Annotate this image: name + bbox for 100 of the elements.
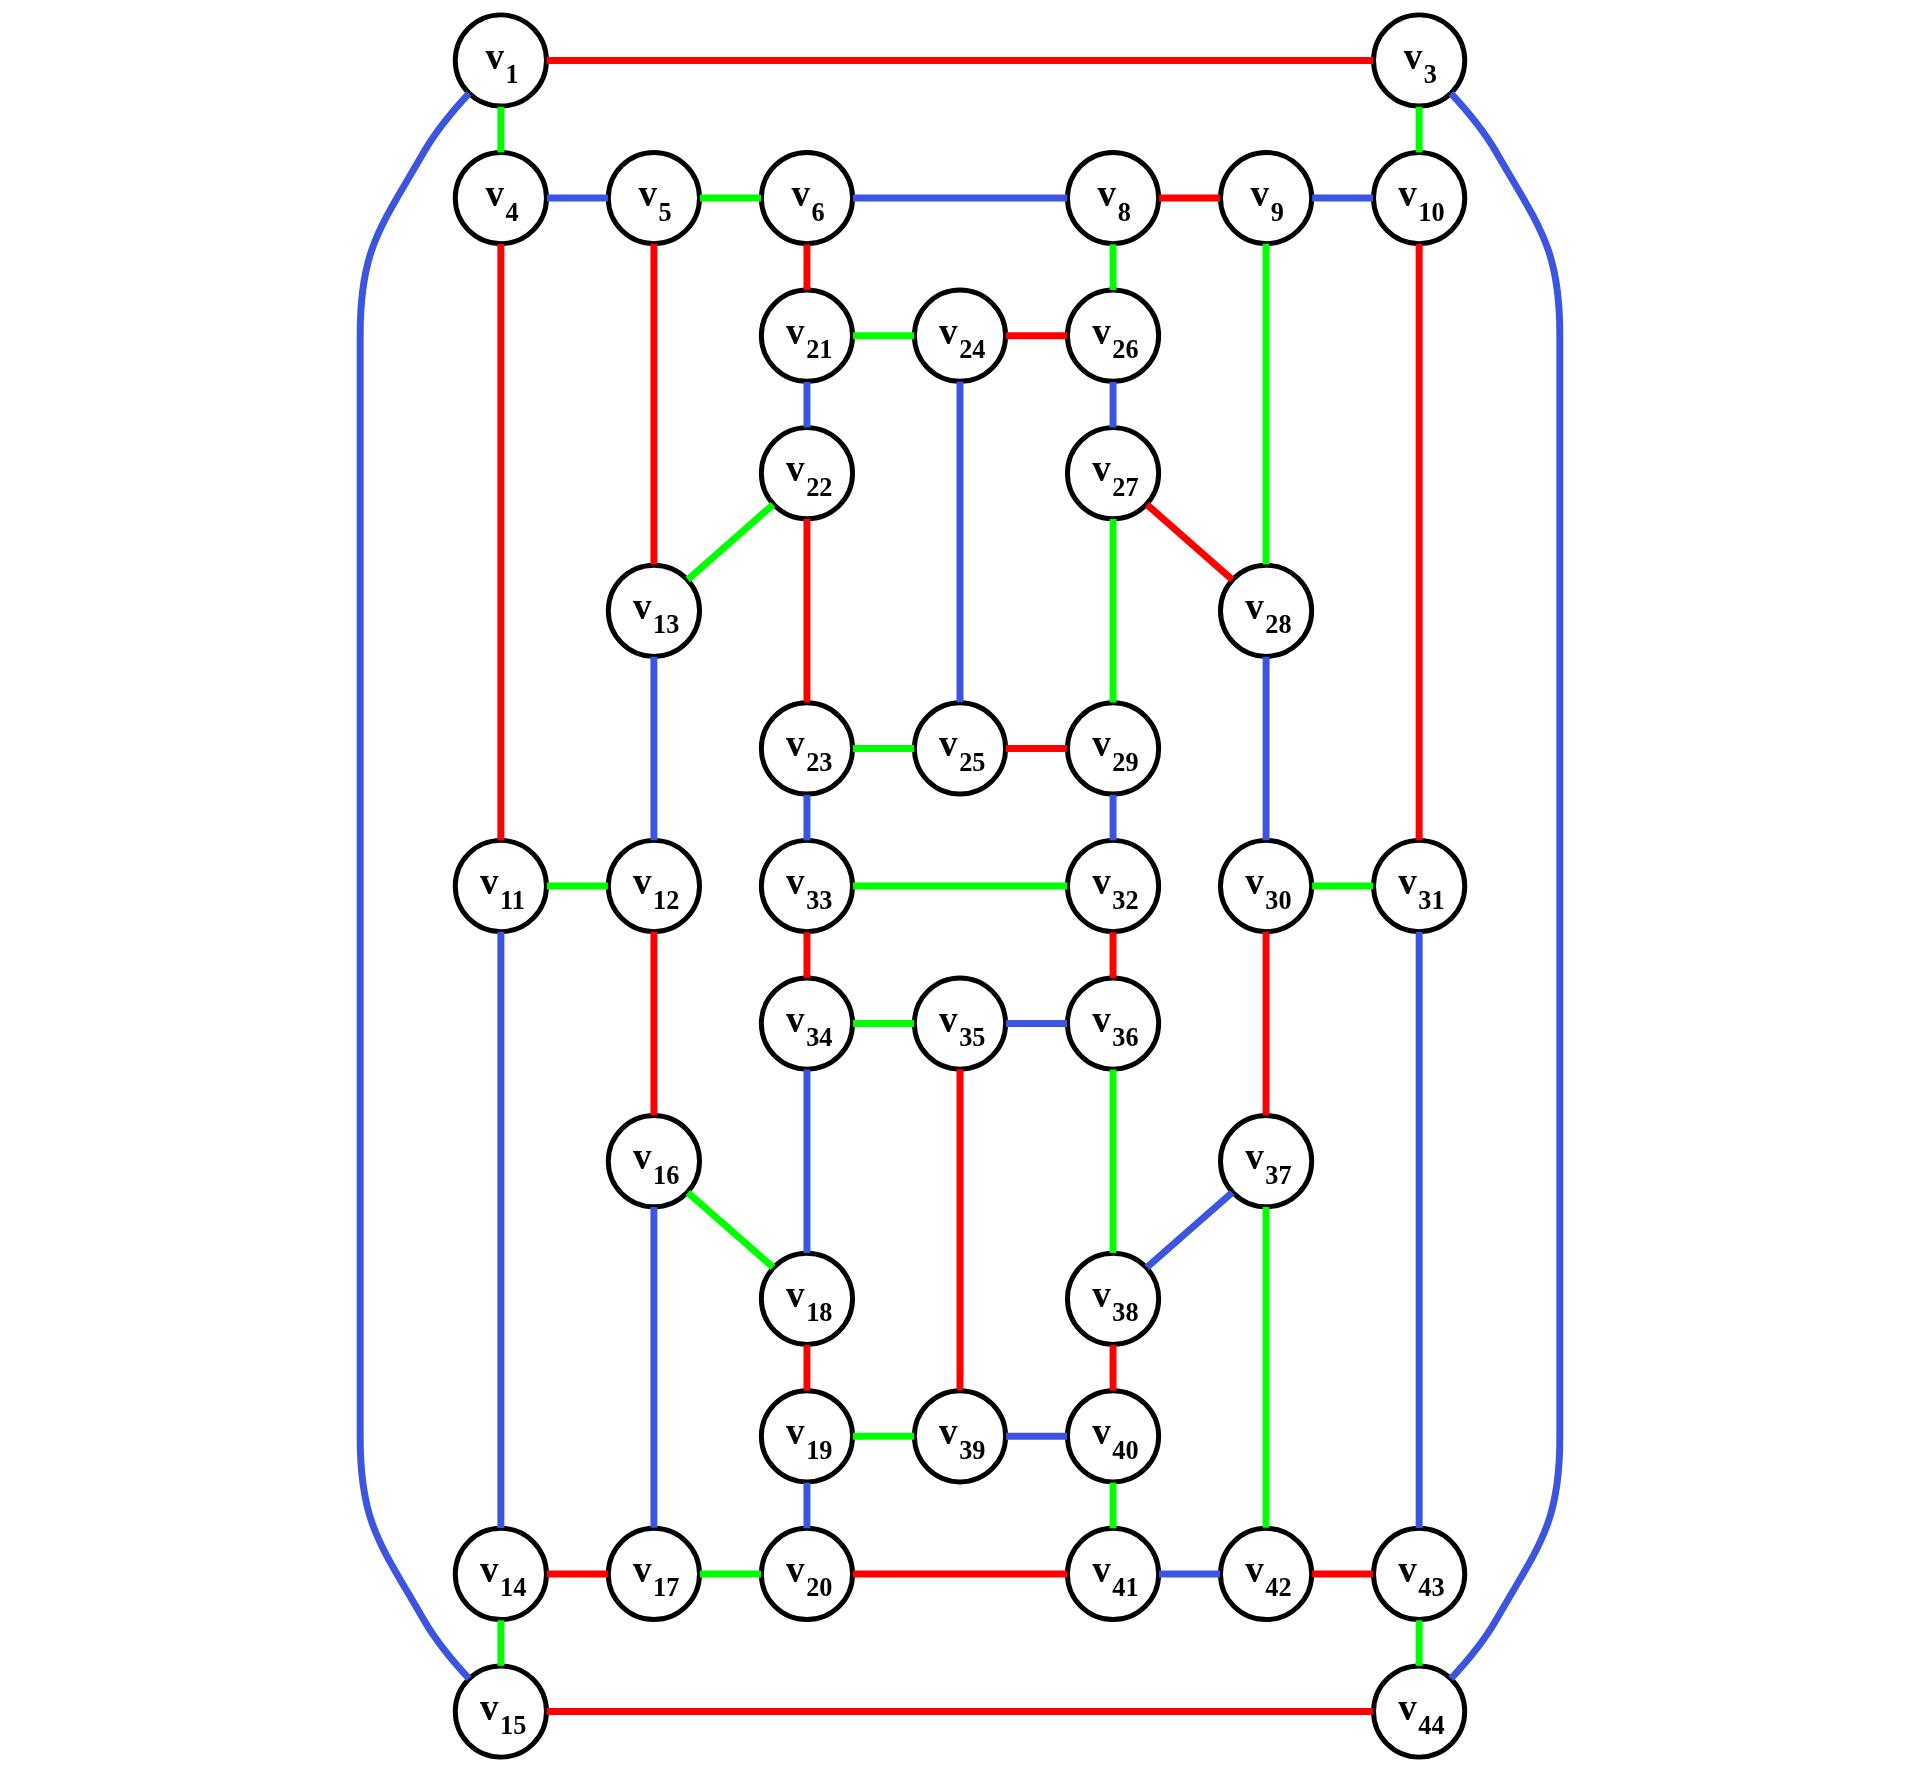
node-circle: v$_{17}$ xyxy=(605,1525,702,1622)
connector xyxy=(356,90,472,1682)
connector xyxy=(1109,519,1117,703)
connector xyxy=(699,1570,761,1578)
connector xyxy=(803,1345,811,1391)
node-circle: v$_{40}$ xyxy=(1064,1388,1162,1485)
connector xyxy=(650,656,658,841)
connector xyxy=(1159,1570,1221,1578)
connector xyxy=(699,194,761,202)
node-circle: v$_{12}$ xyxy=(605,837,702,935)
node-circle: v$_{24}$ xyxy=(911,287,1009,384)
node-circle: v$_{34}$ xyxy=(758,975,856,1072)
node-circle: v$_{22}$ xyxy=(758,425,856,522)
connector xyxy=(497,243,505,841)
connector xyxy=(1262,243,1270,565)
connector xyxy=(1262,1206,1270,1528)
connector xyxy=(1415,106,1423,153)
connector xyxy=(546,1708,1374,1715)
connector xyxy=(497,106,505,153)
node-circle: v$_{36}$ xyxy=(1064,975,1162,1072)
node-circle: v$_{39}$ xyxy=(911,1388,1009,1485)
node-circle: v$_{28}$ xyxy=(1218,562,1315,659)
node-circle: v$_{37}$ xyxy=(1218,1113,1315,1210)
connector xyxy=(1448,90,1564,1682)
node-circle: v$_{13}$ xyxy=(605,562,702,659)
connector xyxy=(1109,382,1117,428)
connector xyxy=(546,1570,608,1578)
node-circle: v$_{41}$ xyxy=(1064,1525,1162,1622)
connector xyxy=(803,382,811,428)
connector xyxy=(803,794,811,841)
connector xyxy=(853,332,914,340)
connector xyxy=(1262,656,1270,841)
connector xyxy=(803,244,811,290)
node-circle: v$_{31}$ xyxy=(1371,837,1468,935)
connector xyxy=(1312,882,1374,890)
connector xyxy=(685,1189,776,1271)
connector xyxy=(1006,332,1068,340)
node-circle: v$_{1}$ xyxy=(452,12,549,109)
connector xyxy=(497,931,505,1529)
connector xyxy=(1144,502,1235,583)
connector xyxy=(1415,1620,1423,1666)
connector xyxy=(956,381,964,703)
node-circle: v$_{29}$ xyxy=(1064,700,1162,797)
connector xyxy=(1312,1570,1374,1578)
node-circle: v$_{26}$ xyxy=(1064,287,1162,384)
node-circle: v$_{27}$ xyxy=(1064,425,1162,522)
node-circle: v$_{4}$ xyxy=(452,150,549,247)
connector xyxy=(956,1069,964,1391)
node-circle: v$_{44}$ xyxy=(1371,1663,1468,1760)
node-circle: v$_{43}$ xyxy=(1371,1525,1468,1622)
connector xyxy=(685,502,776,583)
connector xyxy=(1109,1482,1117,1529)
connector xyxy=(1262,931,1270,1116)
node-circle: v$_{38}$ xyxy=(1064,1250,1162,1347)
connector xyxy=(1109,932,1117,978)
connector xyxy=(1006,1020,1068,1028)
connector xyxy=(1109,244,1117,290)
node-circle: v$_{10}$ xyxy=(1371,150,1468,247)
node-circle: v$_{14}$ xyxy=(452,1525,549,1622)
connector xyxy=(853,744,914,752)
node-circle: v$_{16}$ xyxy=(605,1113,702,1210)
node-circle: v$_{19}$ xyxy=(758,1388,856,1485)
connector xyxy=(853,1020,914,1028)
node-circle: v$_{6}$ xyxy=(758,150,856,247)
node-circle: v$_{25}$ xyxy=(911,700,1009,797)
connector xyxy=(1006,1432,1068,1440)
connector xyxy=(803,1482,811,1529)
node-circle: v$_{9}$ xyxy=(1218,150,1315,247)
node-circle: v$_{30}$ xyxy=(1218,837,1315,935)
connector xyxy=(650,243,658,565)
connector xyxy=(803,1069,811,1253)
node-circle: v$_{20}$ xyxy=(758,1525,856,1622)
node-circle: v$_{18}$ xyxy=(758,1250,856,1347)
connector xyxy=(1415,931,1423,1529)
node-circle: v$_{15}$ xyxy=(452,1663,549,1760)
connector xyxy=(803,932,811,978)
node-circle: v$_{35}$ xyxy=(911,975,1009,1072)
node-circle: v$_{33}$ xyxy=(758,837,856,935)
connector xyxy=(1109,794,1117,841)
connector xyxy=(1006,744,1068,752)
node-circle: v$_{32}$ xyxy=(1064,837,1162,935)
connector xyxy=(546,57,1374,64)
connector xyxy=(650,931,658,1116)
connector xyxy=(1109,1069,1117,1253)
connector xyxy=(1144,1189,1235,1271)
node-circle: v$_{8}$ xyxy=(1064,150,1162,247)
node-circle: v$_{42}$ xyxy=(1218,1525,1315,1622)
connector xyxy=(1415,243,1423,841)
node-circle: v$_{5}$ xyxy=(605,150,702,247)
node-circle: v$_{11}$ xyxy=(452,837,549,935)
connector xyxy=(546,882,608,890)
connector xyxy=(853,1570,1068,1578)
connector xyxy=(853,194,1068,202)
node-circle: v$_{23}$ xyxy=(758,700,856,797)
connector xyxy=(1109,1345,1117,1391)
connector xyxy=(853,1432,914,1440)
connector xyxy=(546,194,608,202)
node-circle: v$_{21}$ xyxy=(758,287,856,384)
connector xyxy=(853,882,1068,890)
connector xyxy=(803,519,811,703)
